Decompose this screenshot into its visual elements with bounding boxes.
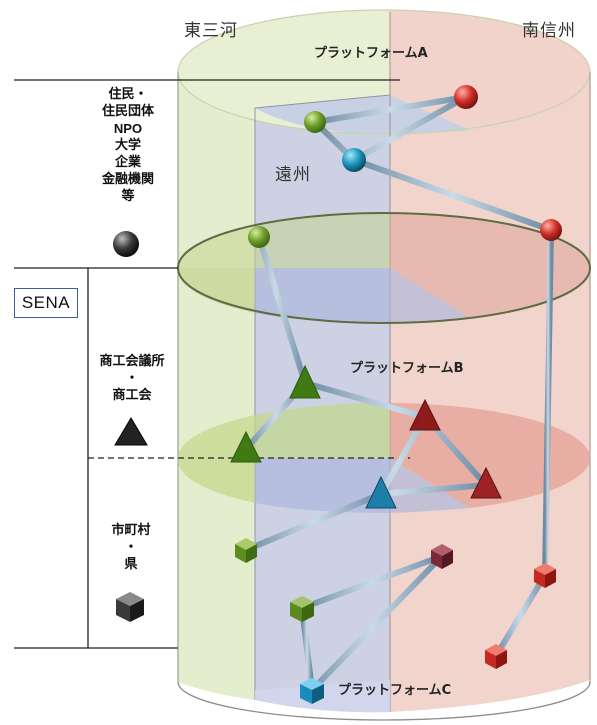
platform-a-label: プラットフォームA bbox=[314, 46, 428, 61]
level-top-line-4: 大学 bbox=[114, 138, 141, 153]
level-top-line-6: 金融機関 bbox=[101, 172, 154, 187]
level-bottom-line-1: 市町村 bbox=[111, 523, 151, 538]
legend-cube-icon bbox=[116, 592, 144, 622]
node-cone-red-2 bbox=[470, 466, 502, 499]
level-top-line-7: 等 bbox=[121, 189, 135, 204]
region-label-east-mikawa: 東三河 bbox=[184, 21, 238, 41]
level-bottom-line-2: ・ bbox=[124, 540, 138, 555]
node-sphere-red-a bbox=[454, 85, 478, 109]
node-cone-blue bbox=[365, 475, 397, 509]
legend-sphere-icon bbox=[113, 231, 139, 257]
level-top-line-3: NPO bbox=[113, 121, 143, 136]
node-sphere-red-b bbox=[540, 219, 562, 241]
top-level-nodes bbox=[248, 85, 562, 248]
region-label-minami-shinshu: 南信州 bbox=[522, 21, 576, 41]
level-middle-line-2: ・ bbox=[125, 371, 139, 386]
node-sphere-green-a bbox=[304, 111, 326, 133]
platform-c-label: プラットフォームC bbox=[338, 683, 452, 698]
legend-cone-icon bbox=[114, 417, 148, 446]
lower-disc bbox=[177, 402, 591, 513]
node-cube-red-1 bbox=[534, 563, 556, 588]
level-top-line-5: 企業 bbox=[114, 155, 141, 170]
middle-disc bbox=[177, 212, 591, 324]
bottom-level-nodes bbox=[235, 538, 556, 704]
node-sphere-blue-a bbox=[342, 148, 366, 172]
level-top-label: 住民・ 住民団体 NPO 大学 企業 金融機関 等 bbox=[92, 86, 164, 205]
level-middle-label: 商工会議所 ・ 商工会 bbox=[92, 353, 172, 404]
node-cube-darkred bbox=[431, 544, 453, 569]
level-bottom-line-3: 県 bbox=[124, 557, 138, 572]
sena-box: SENA bbox=[14, 288, 78, 318]
level-top-line-1: 住民・ bbox=[108, 87, 148, 102]
level-top-line-2: 住民団体 bbox=[101, 104, 154, 119]
node-cone-green-1 bbox=[289, 364, 321, 399]
level-middle-line-3: 商工会 bbox=[112, 388, 152, 403]
level-bottom-label: 市町村 ・ 県 bbox=[96, 522, 166, 573]
legend-shapes bbox=[113, 231, 148, 622]
node-cube-green-1 bbox=[235, 538, 257, 563]
region-label-enshu: 遠州 bbox=[275, 165, 311, 185]
level-middle-line-1: 商工会議所 bbox=[99, 354, 165, 369]
node-cone-green-2 bbox=[230, 430, 262, 463]
node-cube-blue bbox=[300, 678, 324, 704]
node-cone-red-1 bbox=[409, 398, 441, 431]
node-cube-red-2 bbox=[485, 644, 507, 669]
node-cube-green-2 bbox=[290, 596, 314, 622]
platform-b-label: プラットフォームB bbox=[350, 361, 464, 376]
node-sphere-green-b bbox=[248, 226, 270, 248]
middle-level-nodes bbox=[230, 364, 502, 509]
